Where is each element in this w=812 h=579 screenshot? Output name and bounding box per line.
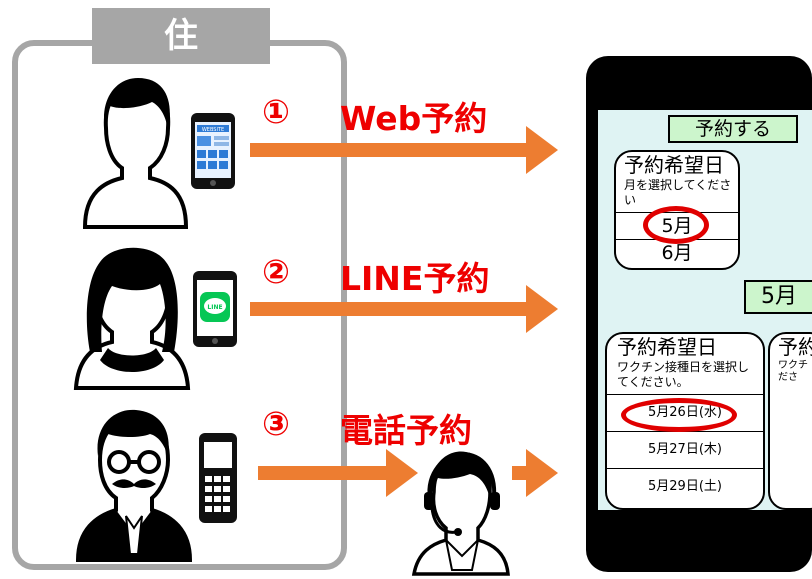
selected-month-badge: 5月 [744, 280, 812, 314]
reserve-button[interactable]: 予約する [668, 115, 798, 143]
day-card-title: 予約希望日 [617, 335, 717, 359]
step-1-label: Web予約 [340, 99, 488, 138]
step-3-number: ③ [262, 404, 290, 443]
day-option-29[interactable]: 5月29日(土) [607, 468, 763, 505]
arrow-3a-head [386, 449, 418, 497]
smartphone-line-icon: LINE [193, 271, 237, 347]
arrow-3b-head [526, 449, 558, 497]
month-card-subtitle: 月を選択してください [624, 178, 732, 207]
selection-highlight-month [643, 206, 709, 244]
website-label: WEBSITE [202, 127, 224, 133]
person-female-icon [73, 247, 191, 390]
month-card-title: 予約希望日 [624, 153, 724, 177]
operator-headset-icon [411, 451, 510, 576]
line-label: LINE [207, 304, 222, 311]
day-card-subtitle: ワクチン接種日を選択してください。 [617, 360, 750, 389]
smartphone-website-icon: WEBSITE [191, 113, 235, 189]
step-2-number: ② [262, 252, 290, 291]
step-1-number: ① [262, 92, 290, 131]
person-mustache-icon [75, 409, 193, 562]
selection-highlight-day [621, 398, 737, 432]
arrow-1-head [526, 126, 558, 174]
day-option-27[interactable]: 5月27日(木) [607, 431, 763, 468]
arrow-2-head [526, 285, 558, 333]
step-3-label: 電話予約 [340, 411, 472, 450]
arrow-2-shaft [250, 302, 530, 316]
arrow-1-shaft [250, 143, 530, 157]
arrow-3a-shaft [258, 466, 390, 480]
arrow-3b-shaft [512, 466, 530, 480]
next-card-partial: 予約 ワクチ くださ [768, 332, 812, 510]
partial-card-subtitle: ワクチ くださ [778, 360, 812, 383]
residents-label: 住 民 [92, 8, 270, 112]
mobile-phone-icon [199, 433, 237, 523]
step-2-label: LINE予約 [340, 259, 490, 298]
person-male-icon [82, 78, 189, 229]
partial-card-title: 予約 [778, 335, 812, 359]
